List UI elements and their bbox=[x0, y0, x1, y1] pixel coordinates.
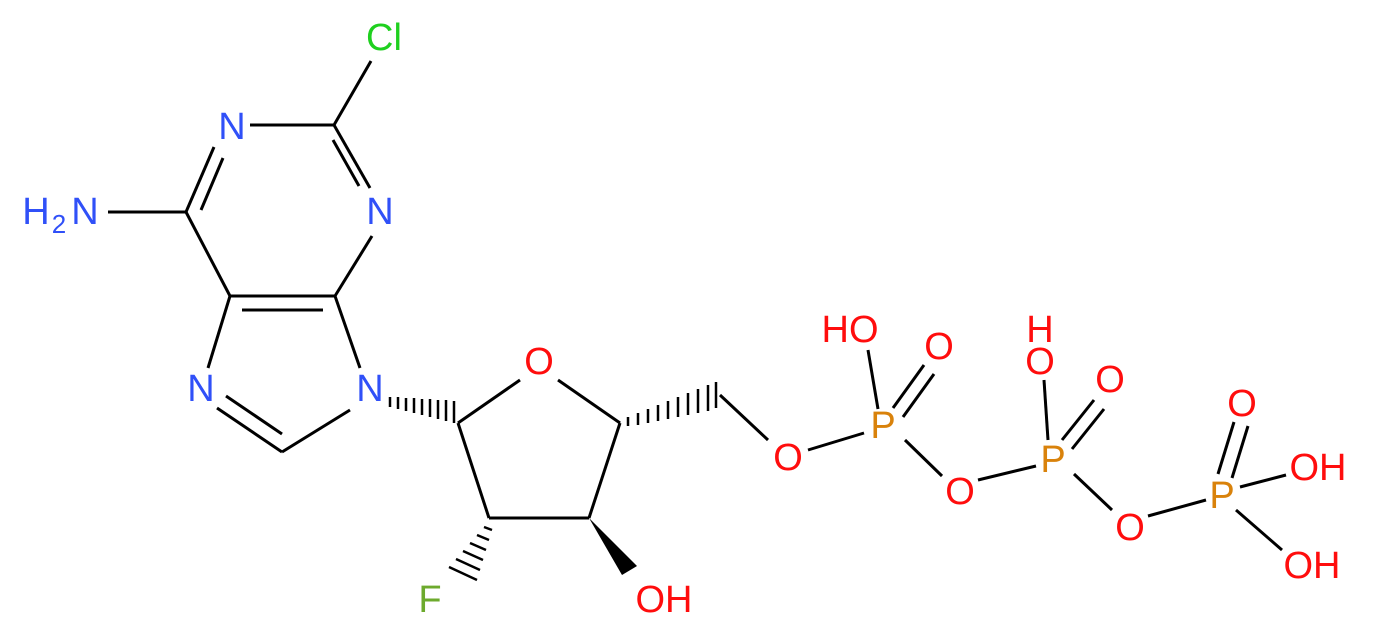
phosphate-bonds bbox=[807, 349, 1287, 552]
hashed-bond-n9-c1 bbox=[388, 397, 456, 423]
purine-bonds bbox=[108, 60, 374, 454]
bond-c3-c4 bbox=[587, 422, 622, 519]
atom-n9: N bbox=[356, 368, 383, 410]
atom-n1: N bbox=[218, 106, 245, 148]
atom-nh2: H 2 N bbox=[22, 191, 98, 239]
atom-labels: Cl N N H 2 N N N O F OH O P HO O O P H O… bbox=[22, 17, 1346, 621]
bond-c2-n3-inner bbox=[331, 139, 361, 187]
atom-pb: P bbox=[1040, 439, 1065, 481]
atom-nh2-subscript: 2 bbox=[52, 209, 66, 239]
atom-cl: Cl bbox=[366, 17, 402, 59]
atom-pb-h: H bbox=[1026, 309, 1053, 351]
atom-o-ring: O bbox=[524, 341, 554, 383]
atom-pb-o-top: O bbox=[1025, 341, 1055, 383]
bond-pg-oh2 bbox=[1235, 508, 1283, 552]
bond-c6-c5 bbox=[184, 211, 232, 297]
atom-nh2-h: H bbox=[22, 191, 49, 233]
wedge-bond-c3-oh bbox=[589, 518, 637, 575]
atom-pg-o: O bbox=[1227, 383, 1257, 425]
bond-c4-n9 bbox=[333, 295, 362, 369]
bond-o5-pa bbox=[807, 431, 865, 452]
atom-pa: P bbox=[870, 405, 895, 447]
bond-c2-n3 bbox=[332, 124, 372, 189]
bond-pb-obg bbox=[1072, 472, 1114, 512]
bond-pg-o-inner bbox=[1230, 425, 1250, 479]
atom-pg-oh2: OH bbox=[1284, 545, 1341, 587]
bond-n3-c4 bbox=[333, 235, 374, 297]
bond-pg-o bbox=[1216, 421, 1236, 475]
atom-o5: O bbox=[773, 437, 803, 479]
atom-nh2-n: N bbox=[71, 191, 98, 233]
bond-c5-o5 bbox=[718, 393, 770, 442]
hashed-bond-c4-c5 bbox=[626, 382, 718, 426]
bond-pb-o bbox=[1060, 399, 1096, 441]
atom-pa-oh: HO bbox=[822, 309, 879, 351]
bond-pa-o-inner bbox=[901, 373, 936, 418]
sugar-bonds bbox=[388, 378, 770, 582]
atom-oh-ring: OH bbox=[636, 579, 693, 621]
bond-pg-oh1 bbox=[1239, 473, 1287, 489]
bond-obg-pg bbox=[1147, 498, 1207, 518]
bond-c1-o4 bbox=[457, 378, 521, 425]
bond-c1-c2 bbox=[456, 422, 491, 519]
bond-n7-c8-inner bbox=[225, 394, 283, 436]
atom-n3: N bbox=[366, 191, 393, 233]
bond-n1-c6-inner bbox=[199, 157, 225, 211]
atom-pa-o: O bbox=[924, 326, 954, 368]
bond-c5-n7 bbox=[206, 295, 232, 369]
atom-pg: P bbox=[1209, 475, 1234, 517]
bond-o4-c4 bbox=[557, 378, 621, 425]
atom-pb-o: O bbox=[1095, 359, 1125, 401]
bond-c8-n9 bbox=[281, 408, 351, 454]
bond-pa-o bbox=[891, 364, 926, 409]
atom-o-bg: O bbox=[1115, 507, 1145, 549]
bond-pa-oh bbox=[866, 349, 880, 410]
atom-n7: N bbox=[187, 368, 214, 410]
atom-pg-oh1: OH bbox=[1290, 447, 1347, 489]
hashed-bond-c2-f bbox=[448, 525, 493, 582]
atom-o-ab: O bbox=[945, 471, 975, 513]
bond-pa-oab bbox=[903, 438, 944, 478]
bond-n7-c8 bbox=[216, 406, 283, 454]
bond-n1-c6 bbox=[184, 146, 216, 213]
bond-c2-cl bbox=[332, 60, 373, 126]
bond-oab-pb bbox=[977, 464, 1037, 482]
atom-f: F bbox=[418, 579, 441, 621]
bond-pb-o-inner bbox=[1070, 408, 1106, 450]
bond-pb-h bbox=[1042, 379, 1050, 441]
